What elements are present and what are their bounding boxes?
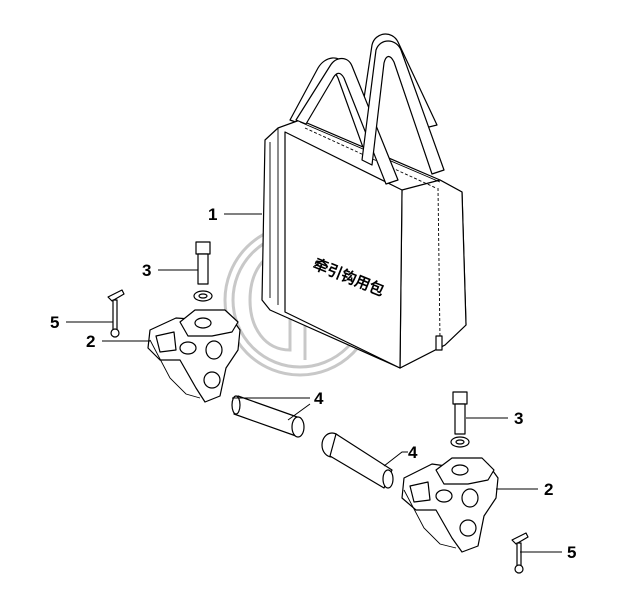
- callout-5-left: 5: [50, 313, 59, 332]
- cotter-pin-left: [107, 289, 125, 338]
- callout-4-lower: 4: [408, 443, 418, 462]
- tow-hook-bracket-left: [147, 309, 241, 403]
- callout-3-right: 3: [514, 409, 523, 428]
- leader-lines: [66, 213, 562, 553]
- tow-pin-upper: [231, 395, 305, 438]
- tow-pin-lower: [321, 432, 394, 489]
- callout-1: 1: [208, 205, 217, 224]
- callout-4-upper: 4: [314, 389, 324, 408]
- callout-2-right: 2: [544, 480, 553, 499]
- bolt-right: [450, 391, 470, 448]
- tow-hook-bag: 牵引钩用包: [261, 33, 467, 369]
- callout-5-right: 5: [567, 543, 576, 562]
- bolt-left: [193, 241, 213, 302]
- callout-3-left: 3: [142, 261, 151, 280]
- callout-2-left: 2: [86, 332, 95, 351]
- tow-hook-bracket-right: [401, 457, 499, 553]
- cotter-pin-right: [511, 532, 529, 574]
